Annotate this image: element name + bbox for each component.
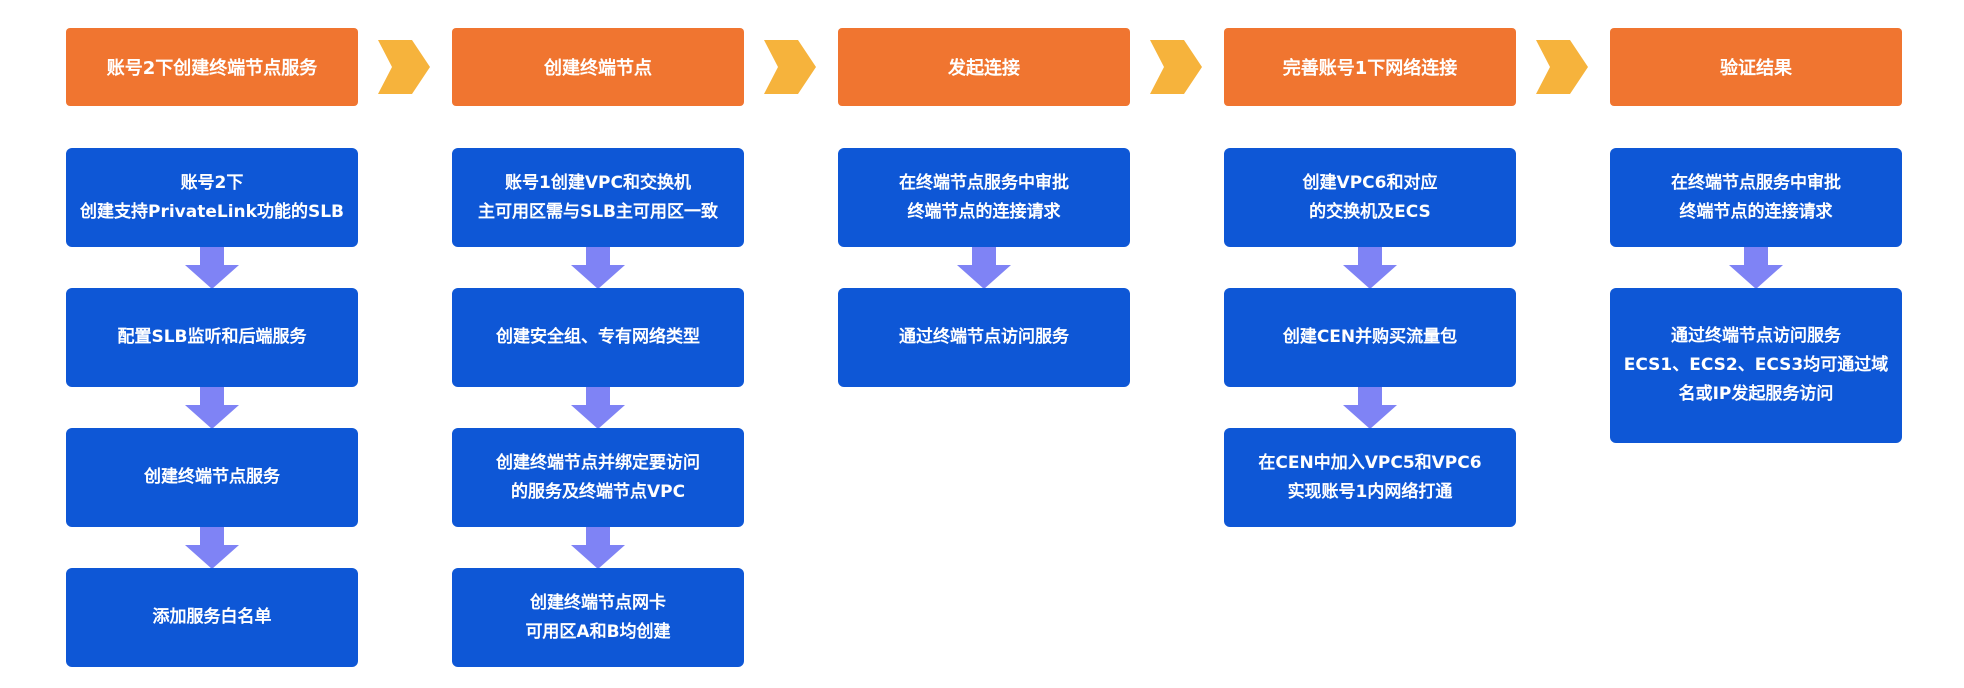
stage-4-header: 完善账号1下网络连接: [1224, 28, 1516, 106]
arrow-down-icon: [571, 247, 625, 289]
stage-4-step-3: 在CEN中加入VPC5和VPC6 实现账号1内网络打通: [1224, 428, 1516, 527]
arrow-down-icon: [571, 527, 625, 569]
arrow-down-icon: [185, 527, 239, 569]
stage-4-step-1: 创建VPC6和对应 的交换机及ECS: [1224, 148, 1516, 247]
arrow-down-icon: [1343, 387, 1397, 429]
stage-2-step-1: 账号1创建VPC和交换机 主可用区需与SLB主可用区一致: [452, 148, 744, 247]
arrow-down-icon: [185, 247, 239, 289]
arrow-right-icon: [1536, 40, 1588, 94]
stage-4-step-2: 创建CEN并购买流量包: [1224, 288, 1516, 387]
arrow-down-icon: [185, 387, 239, 429]
arrow-down-icon: [1729, 247, 1783, 289]
stage-1-step-4: 添加服务白名单: [66, 568, 358, 667]
stage-1-step-1: 账号2下 创建支持PrivateLink功能的SLB: [66, 148, 358, 247]
stage-1-header: 账号2下创建终端节点服务: [66, 28, 358, 106]
stage-2-step-2: 创建安全组、专有网络类型: [452, 288, 744, 387]
stage-1-step-2: 配置SLB监听和后端服务: [66, 288, 358, 387]
arrow-down-icon: [1343, 247, 1397, 289]
arrow-right-icon: [764, 40, 816, 94]
arrow-right-icon: [1150, 40, 1202, 94]
stage-2-step-3: 创建终端节点并绑定要访问 的服务及终端节点VPC: [452, 428, 744, 527]
stage-5-header: 验证结果: [1610, 28, 1902, 106]
stage-3-step-2: 通过终端节点访问服务: [838, 288, 1130, 387]
stage-5-step-2: 通过终端节点访问服务 ECS1、ECS2、ECS3均可通过域 名或IP发起服务访…: [1610, 288, 1902, 443]
stage-3-header: 发起连接: [838, 28, 1130, 106]
stage-2-header: 创建终端节点: [452, 28, 744, 106]
arrow-down-icon: [957, 247, 1011, 289]
stage-5-step-1: 在终端节点服务中审批 终端节点的连接请求: [1610, 148, 1902, 247]
arrow-right-icon: [378, 40, 430, 94]
stage-2-step-4: 创建终端节点网卡 可用区A和B均创建: [452, 568, 744, 667]
arrow-down-icon: [571, 387, 625, 429]
stage-3-step-1: 在终端节点服务中审批 终端节点的连接请求: [838, 148, 1130, 247]
stage-1-step-3: 创建终端节点服务: [66, 428, 358, 527]
